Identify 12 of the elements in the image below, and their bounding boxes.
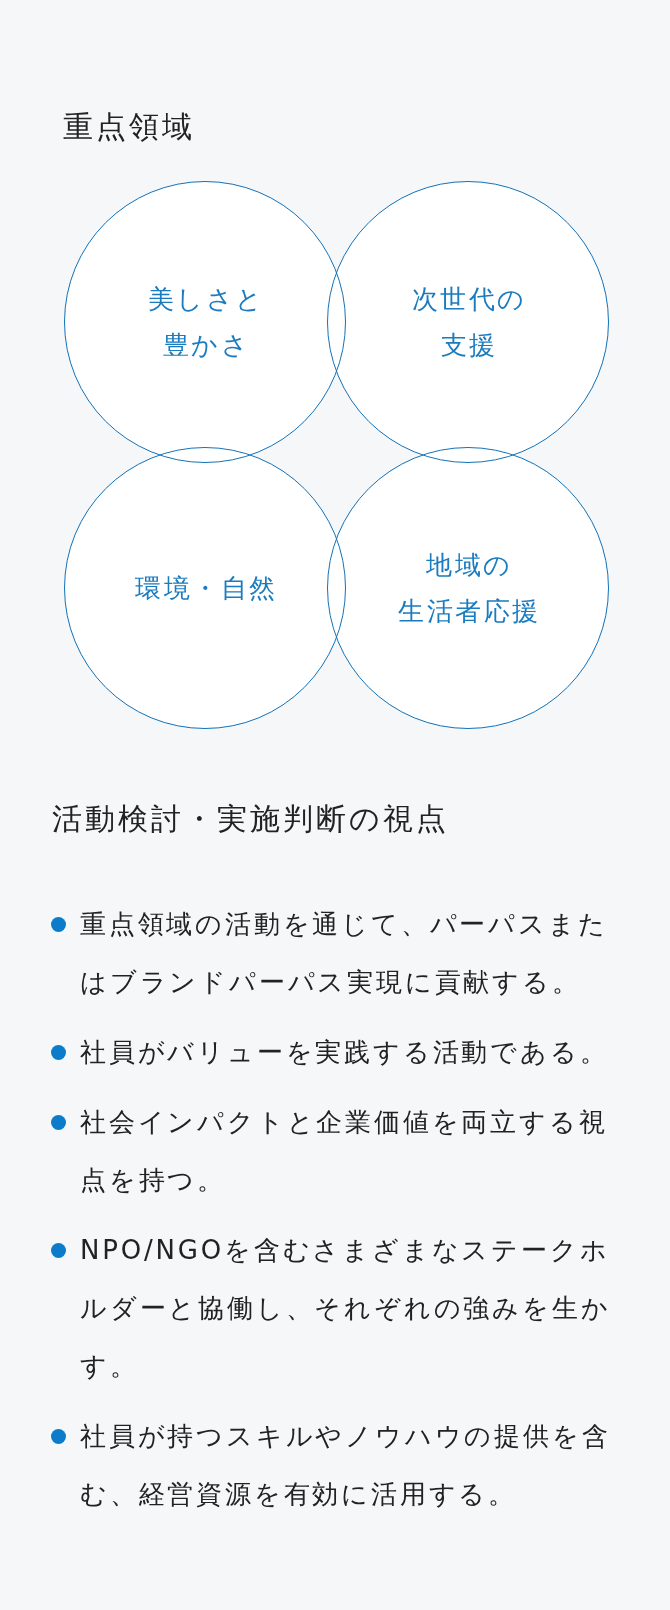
circle-label: 環境・自然 — [134, 572, 278, 605]
section-heading: 重点領域 — [63, 108, 195, 146]
list-item-text: NPO/NGOを含むさまざまなステークホルダーと協働し、それぞれの強みを生かす。 — [80, 1235, 611, 1381]
venn-circle — [327, 447, 609, 729]
section-heading: 活動検討・実施判断の視点 — [52, 800, 449, 838]
list-item-text: 重点領域の活動を通じて、パーパスまたはブランドパーパス実現に貢献する。 — [80, 909, 608, 997]
circle-label: 地域の生活者応援 — [397, 549, 541, 628]
list-item-text: 社員が持つスキルやノウハウの提供を含む、経営資源を有効に活用する。 — [80, 1421, 611, 1509]
list-item-text: 社員がバリューを実践する活動である。 — [80, 1037, 609, 1067]
list-item-text: 社会インパクトと企業価値を両立する視点を持つ。 — [80, 1107, 608, 1195]
circle-label: 美しさと豊かさ — [146, 283, 265, 362]
circle-label: 次世代の支援 — [410, 283, 527, 362]
